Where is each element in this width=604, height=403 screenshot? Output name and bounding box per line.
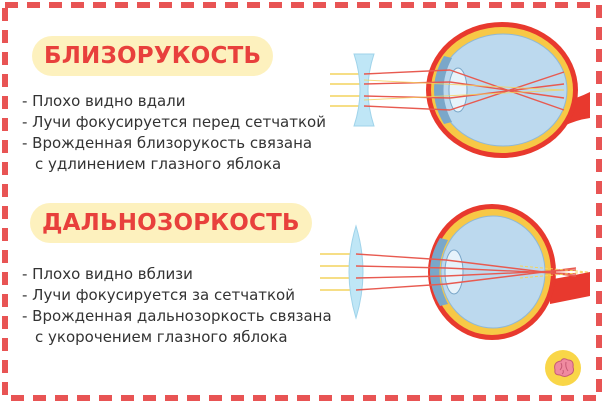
convex-lens-icon [348, 224, 364, 320]
brain-logo-icon [545, 350, 581, 386]
myopia-point: - Плохо видно вдали [22, 92, 186, 110]
cornea [434, 56, 452, 124]
concave-lens-icon [353, 53, 375, 127]
myopia-points: - Плохо видно вдали - Лучи фокусируется … [22, 91, 326, 175]
hyperopia-point: - Лучи фокусируется за сетчаткой [22, 286, 295, 304]
crystalline-lens [448, 67, 468, 113]
cornea [430, 238, 448, 306]
myopia-point: - Лучи фокусируется перед сетчаткой [22, 113, 326, 131]
myopia-eye-diagram [330, 22, 590, 158]
crystalline-lens [444, 249, 464, 295]
hyperopia-title: ДАЛЬНОЗОРКОСТЬ [30, 203, 312, 243]
hyperopia-point: - Врожденная дальнозоркость связана [22, 307, 332, 325]
hyperopia-point: с укорочением глазного яблока [35, 328, 288, 346]
myopia-title: БЛИЗОРУКОСТЬ [32, 36, 274, 76]
myopia-point: с удлинением глазного яблока [35, 155, 282, 173]
hyperopia-points: - Плохо видно вблизи - Лучи фокусируется… [22, 264, 332, 348]
myopia-point: - Врожденная близорукость связана [22, 134, 313, 152]
hyperopia-point: - Плохо видно вблизи [22, 265, 193, 283]
optic-nerve [548, 272, 590, 304]
hyperopia-eye-diagram [320, 204, 590, 340]
